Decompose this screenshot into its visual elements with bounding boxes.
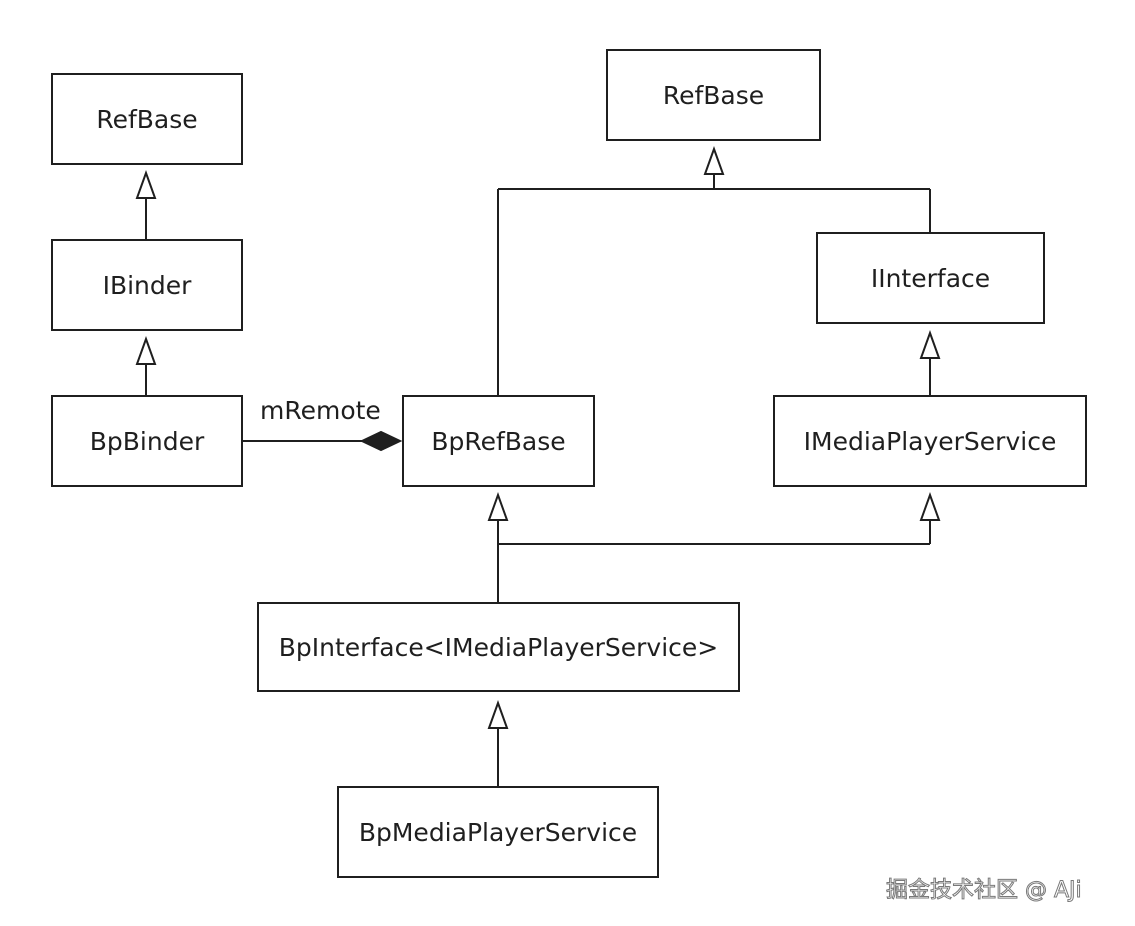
inheritance-arrow-imediaplayerservice <box>919 492 941 521</box>
inheritance-arrow-bprefbase <box>487 492 509 521</box>
composition-diamond <box>359 430 403 452</box>
class-imediaplayerservice: IMediaPlayerService <box>773 395 1087 487</box>
class-ibinder: IBinder <box>51 239 243 331</box>
class-bpbinder: BpBinder <box>51 395 243 487</box>
inheritance-arrow-refbase-right <box>703 146 725 175</box>
inheritance-arrow-bpinterface <box>487 700 509 729</box>
inheritance-arrow-iinterface <box>919 330 941 359</box>
class-iinterface: IInterface <box>816 232 1045 324</box>
inheritance-arrow-refbase-left <box>135 170 157 199</box>
class-refbase-left: RefBase <box>51 73 243 165</box>
class-bpmediaplayerservice: BpMediaPlayerService <box>337 786 659 878</box>
class-bpinterface: BpInterface<IMediaPlayerService> <box>257 602 740 692</box>
class-bprefbase: BpRefBase <box>402 395 595 487</box>
inheritance-arrow-ibinder <box>135 336 157 365</box>
class-refbase-right: RefBase <box>606 49 821 141</box>
composition-label-mremote: mRemote <box>260 396 381 425</box>
watermark: 掘金技术社区 @ AJi <box>886 878 1083 904</box>
